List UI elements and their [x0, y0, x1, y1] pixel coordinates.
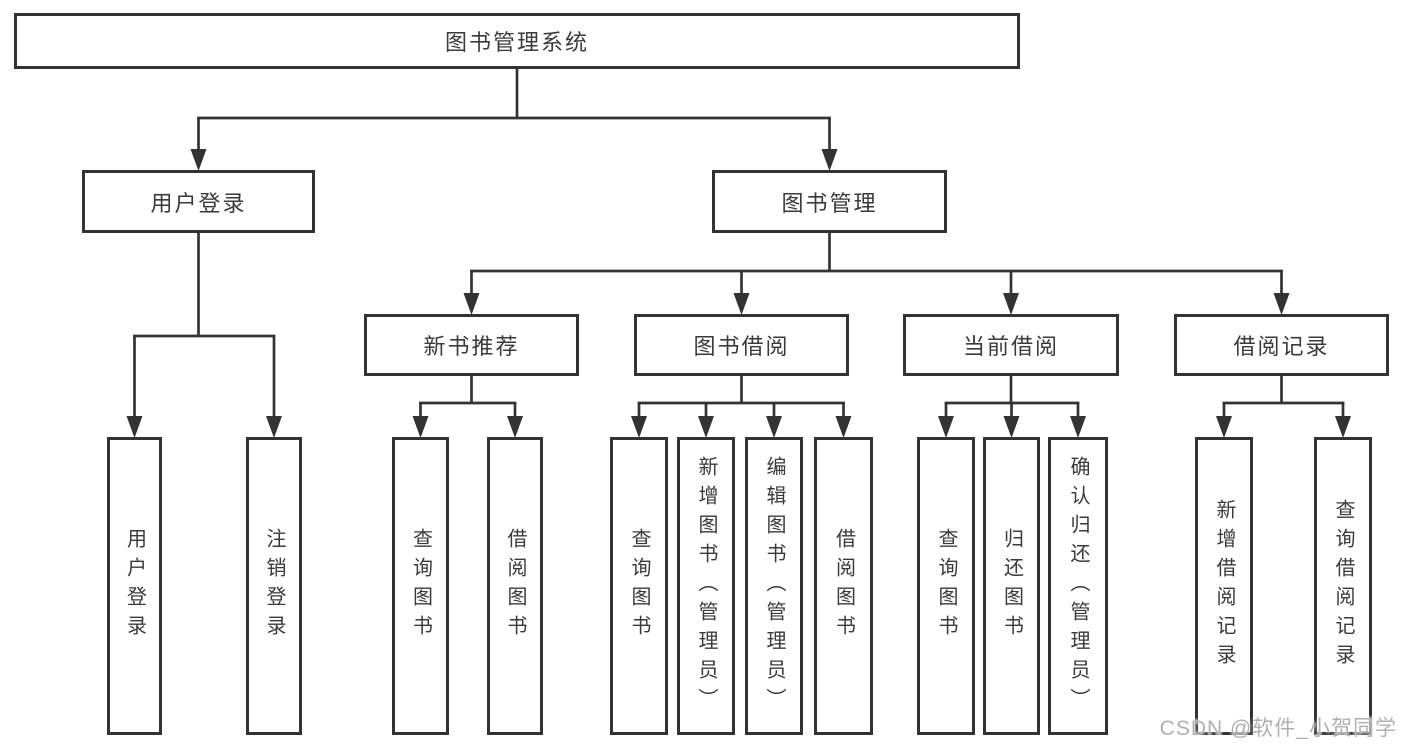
- node-label: 查询图书: [628, 528, 650, 644]
- leaf-rec-borrow-books: 借阅图书: [487, 437, 543, 735]
- node-book-borrow: 图书借阅: [634, 314, 849, 376]
- leaf-current-confirm-return: 确认归还（管理员）: [1048, 437, 1108, 735]
- leaf-logout: 注销登录: [246, 437, 302, 735]
- node-label: 图书管理系统: [444, 30, 589, 55]
- leaf-user-login: 用户登录: [107, 437, 162, 735]
- leaf-borrow-borrow-books: 借阅图书: [814, 437, 873, 735]
- node-current-borrow: 当前借阅: [903, 314, 1119, 376]
- leaf-borrow-edit-books: 编辑图书（管理员）: [745, 437, 803, 735]
- node-label: 新书推荐: [423, 334, 520, 359]
- node-label: 用户登录: [150, 190, 247, 216]
- node-label: 借阅图书: [832, 528, 855, 644]
- node-label: 图书管理: [781, 190, 878, 216]
- node-label: 新增借阅记录: [1213, 499, 1235, 673]
- node-label: 用户登录: [123, 528, 146, 644]
- node-label: 确认归还（管理员）: [1067, 455, 1089, 717]
- node-borrow-records: 借阅记录: [1174, 314, 1389, 376]
- node-book-management: 图书管理: [712, 170, 947, 233]
- leaf-borrow-add-books: 新增图书（管理员）: [677, 437, 735, 735]
- node-label: 编辑图书（管理员）: [763, 455, 785, 717]
- leaf-current-return-books: 归还图书: [983, 437, 1040, 735]
- node-user-login: 用户登录: [82, 170, 315, 233]
- node-label: 归还图书: [1000, 528, 1023, 644]
- node-label: 借阅记录: [1233, 334, 1330, 359]
- node-label: 新增图书（管理员）: [695, 455, 717, 717]
- leaf-records-query-record: 查询借阅记录: [1314, 437, 1372, 735]
- leaf-borrow-query-books: 查询图书: [610, 437, 668, 735]
- leaf-records-add-record: 新增借阅记录: [1195, 437, 1253, 735]
- leaf-rec-query-books: 查询图书: [392, 437, 449, 735]
- node-label: 借阅图书: [504, 528, 526, 644]
- leaf-current-query-books: 查询图书: [917, 437, 975, 735]
- node-library-system: 图书管理系统: [14, 13, 1020, 69]
- node-label: 查询图书: [935, 528, 957, 644]
- node-new-book-recommend: 新书推荐: [364, 314, 579, 376]
- node-label: 注销登录: [263, 528, 285, 644]
- node-label: 图书借阅: [693, 334, 790, 359]
- node-label: 查询图书: [409, 528, 432, 644]
- node-label: 查询借阅记录: [1332, 499, 1354, 673]
- node-label: 当前借阅: [962, 334, 1059, 359]
